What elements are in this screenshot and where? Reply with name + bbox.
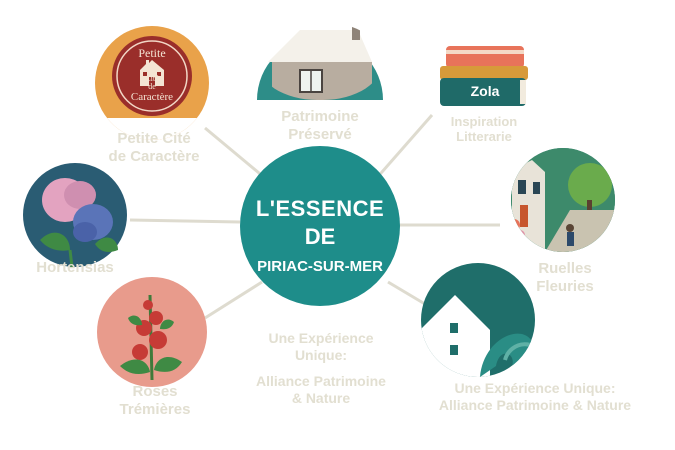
label-petite-cite-line-1: Petite Cité (117, 130, 191, 147)
seal-line-2: Cité (145, 74, 159, 83)
label-petite-cite: Petite Cité de Caractère (90, 130, 218, 165)
label-experience-right-line-2: Alliance Patrimoine & Nature (438, 396, 632, 413)
seal-icon (95, 26, 209, 140)
center-line-3: PIRIAC-SUR-MER (257, 258, 383, 275)
label-roses-line-1: Roses (132, 383, 178, 400)
hydrangea-icon (23, 163, 127, 268)
village-street-icon (511, 148, 615, 252)
label-experience-center-line-1: Une Expérience (268, 330, 374, 346)
hollyhock-icon (97, 277, 207, 387)
label-experience-center: Une Expérience Unique: Alliance Patrimoi… (236, 330, 406, 406)
label-ruelles-line-1: Ruelles (538, 260, 592, 277)
label-experience-center-line-4: & Nature (291, 389, 351, 406)
center-line-1: L'ESSENCE (255, 196, 385, 221)
label-patrimoine-line-2: Préservé (288, 125, 352, 143)
label-roses-line-2: Trémières (119, 400, 191, 418)
label-inspiration-line-2: Litterarie (456, 129, 512, 145)
label-inspiration-line-1: Inspiration (450, 114, 518, 129)
center-title: L'ESSENCE DE PIRIAC-SUR-MER (240, 160, 400, 290)
label-experience-center-line-3: Alliance Patrimoine (256, 373, 386, 390)
center-circle (240, 146, 400, 306)
book-label: Zola (470, 83, 500, 99)
label-patrimoine: Patrimoine Préservé (260, 108, 380, 143)
stone-house-icon (257, 24, 383, 100)
books-icon (440, 46, 528, 106)
seal-badge-text: Petite Cité de Caractère (118, 47, 186, 111)
chapel-wave-icon (421, 263, 535, 377)
center-line-2: DE (304, 224, 336, 249)
label-experience-right-line-1: Une Expérience Unique: (454, 380, 616, 396)
label-experience-center-line-2: Unique: (294, 346, 348, 363)
label-roses: Roses Trémières (100, 383, 210, 418)
connector-lines (129, 114, 500, 320)
label-inspiration: Inspiration Litterarie (434, 114, 534, 145)
label-ruelles-line-2: Fleuries (536, 277, 594, 295)
label-hortensias: Hortensias (20, 259, 130, 277)
label-ruelles: Ruelles Fleuries (510, 260, 620, 295)
seal-line-4: Caractère (130, 91, 174, 103)
label-hortensias-line-1: Hortensias (36, 259, 114, 276)
label-experience-right: Une Expérience Unique: Alliance Patrimoi… (420, 380, 650, 413)
label-petite-cite-line-2: de Caractère (108, 147, 200, 165)
label-patrimoine-line-1: Patrimoine (281, 108, 359, 125)
seal-line-1: Petite (138, 46, 166, 60)
seal-line-3: de (148, 82, 156, 91)
